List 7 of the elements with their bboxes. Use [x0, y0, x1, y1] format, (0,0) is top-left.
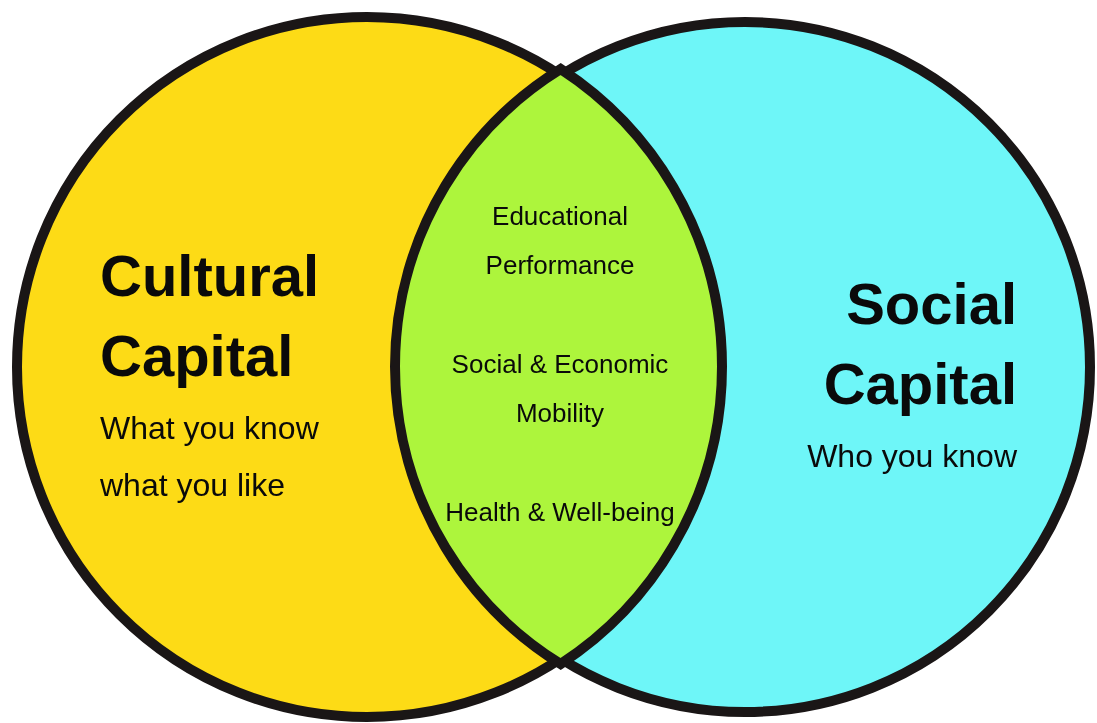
circle-subtitle: Who you know: [806, 437, 1017, 476]
overlap-text: Health & Well-being: [444, 496, 676, 529]
circle-title: Social Capital: [822, 270, 1017, 418]
circle-subtitle: What you know what you like: [100, 409, 320, 505]
overlap-text: Social & Economic Mobility: [450, 348, 670, 430]
circle-title: Cultural Capital: [100, 242, 321, 390]
overlap-text: Educational Performance: [484, 200, 636, 282]
